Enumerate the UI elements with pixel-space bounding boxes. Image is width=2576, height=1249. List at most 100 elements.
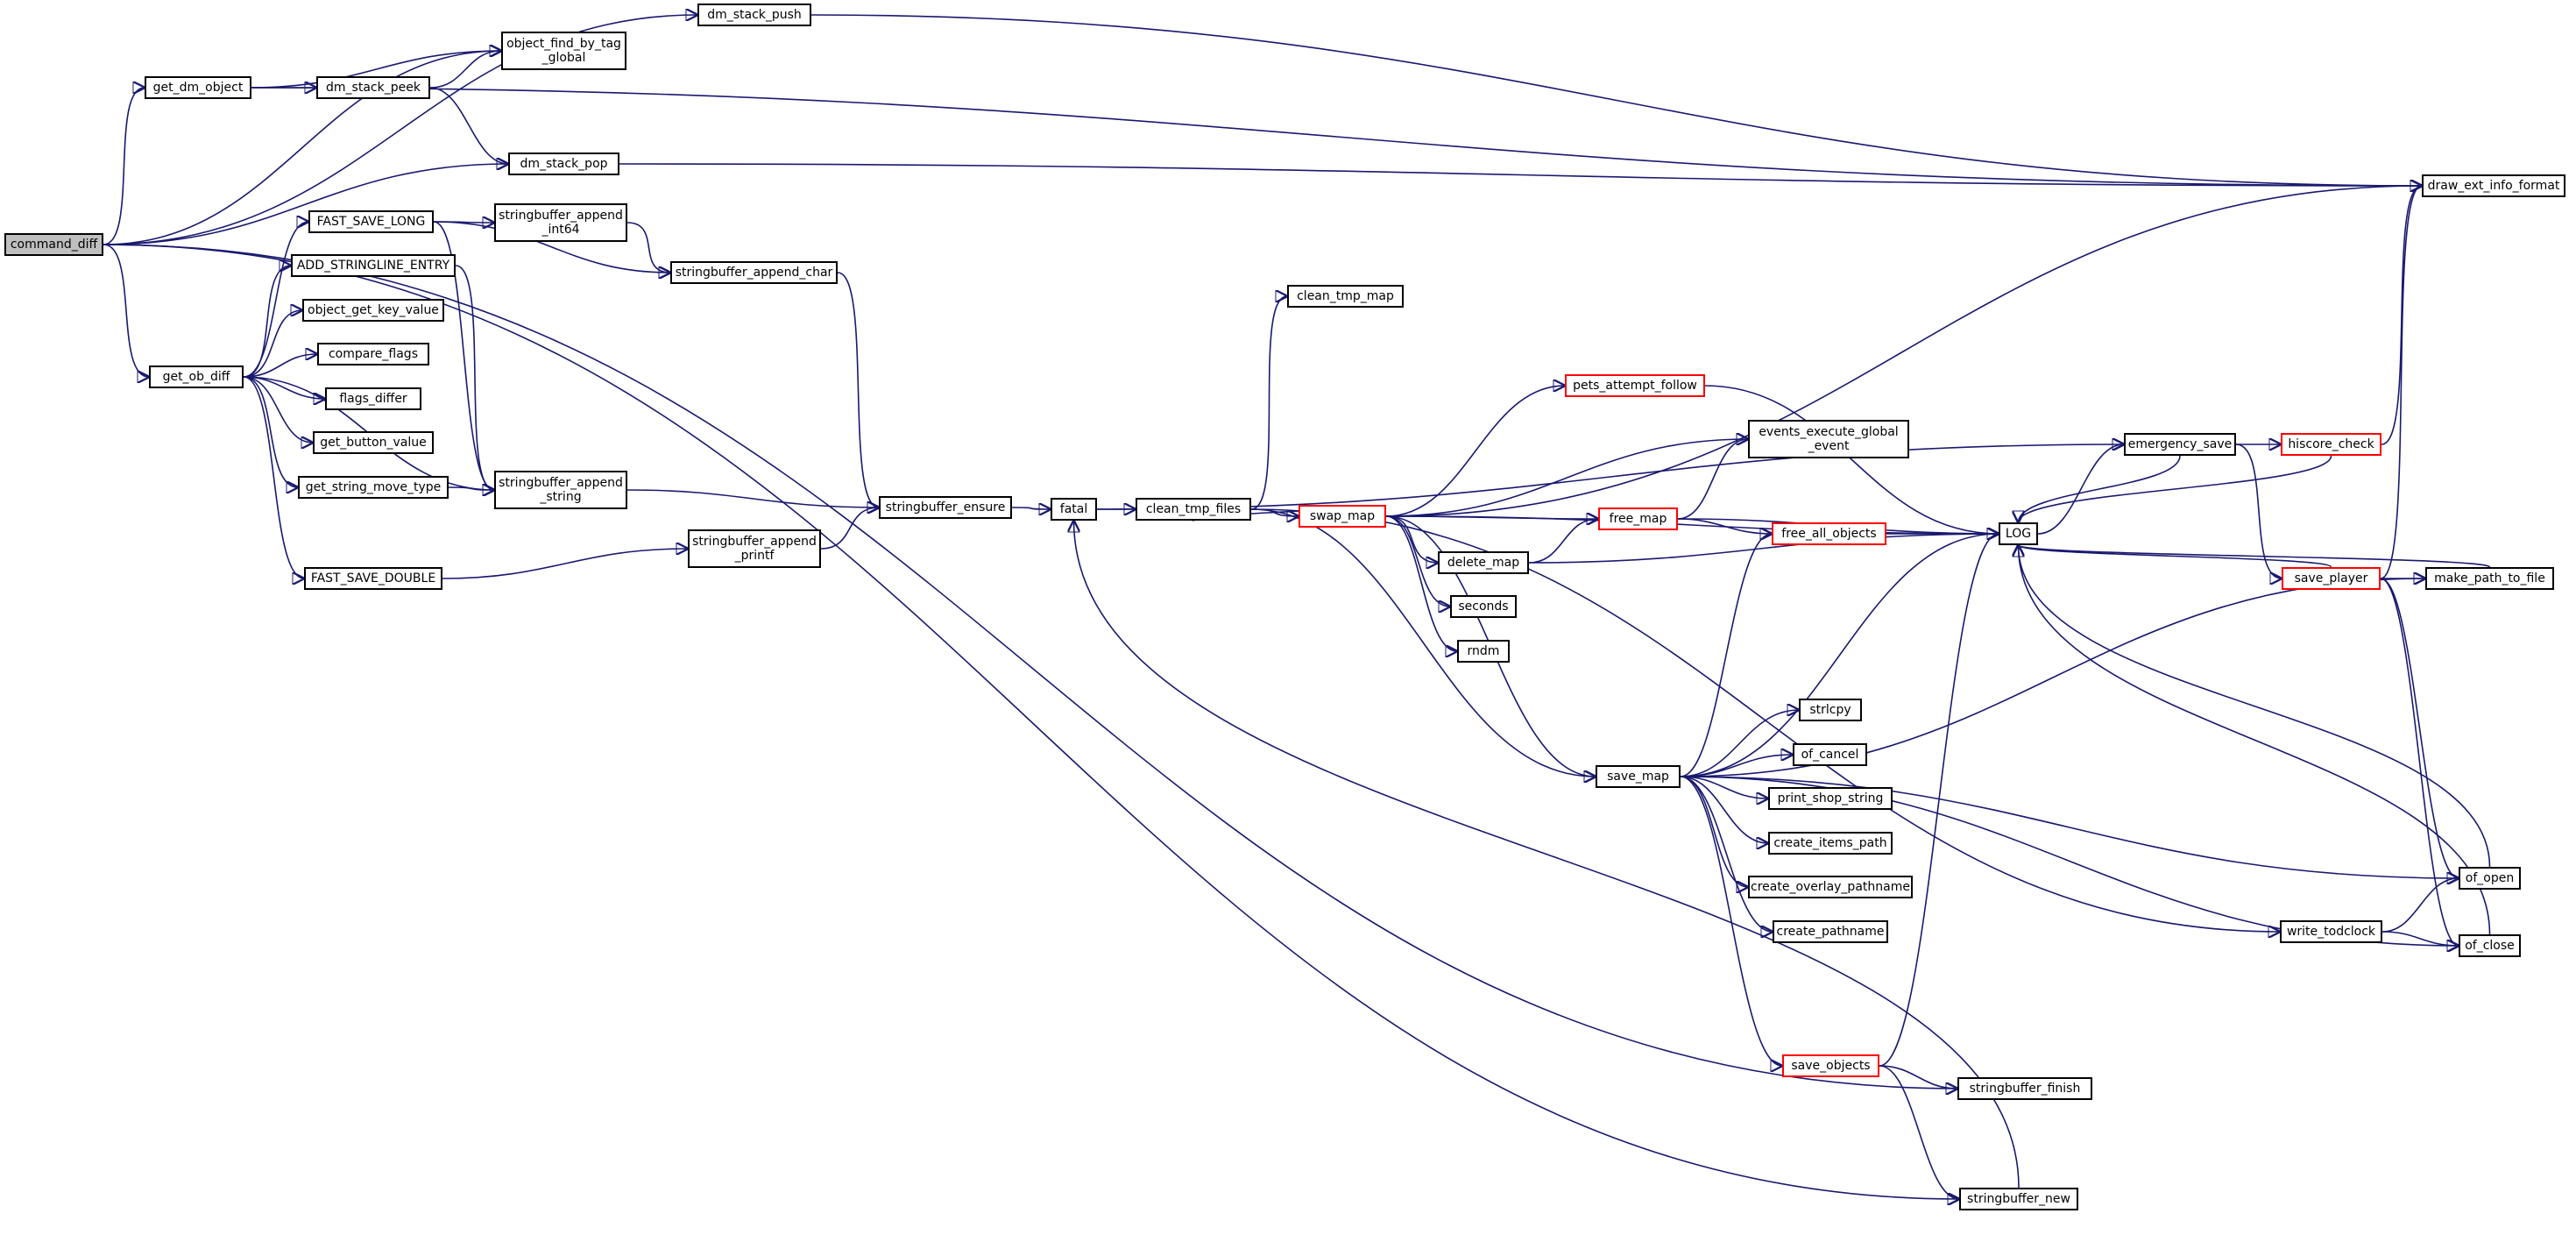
node-log[interactable]: LOG: [1999, 522, 2038, 545]
edge-dm_stack_peek-to-dm_stack_pop: [429, 87, 508, 164]
edge-emergency_save-to-save_player: [2235, 444, 2282, 578]
node-strlcpy[interactable]: strlcpy: [1799, 699, 1862, 721]
node-make-path-to-file[interactable]: make_path_to_file: [2425, 567, 2554, 590]
node-object-get-key-value[interactable]: object_get_key_value: [302, 299, 444, 322]
edge-save_map-to-create_items_path: [1680, 776, 1768, 843]
node-pets-attempt-follow[interactable]: pets_attempt_follow: [1565, 374, 1705, 397]
node-seconds[interactable]: seconds: [1450, 595, 1517, 618]
node-get-dm-object[interactable]: get_dm_object: [145, 76, 251, 99]
node-free-all-objects[interactable]: free_all_objects: [1772, 522, 1886, 545]
edge-swap_map-to-events_execute_global_event: [1385, 439, 1748, 517]
node-print-shop-string[interactable]: print_shop_string: [1768, 787, 1893, 810]
node-stringbuffer-append-string[interactable]: stringbuffer_append _string: [494, 471, 627, 509]
edge-get_dm_object-to-object_find_by_tag_global: [251, 51, 501, 89]
edge-get_dm_object-to-draw_ext_info_format: [251, 87, 2422, 186]
edge-save_map-to-strlcpy: [1680, 710, 1799, 777]
edge-command_diff-to-dm_stack_pop: [103, 164, 508, 245]
edge-command_diff-to-object_find_by_tag_global: [103, 51, 501, 245]
edge-stringbuffer_ensure-to-fatal: [1011, 507, 1051, 509]
node-of-cancel[interactable]: of_cancel: [1793, 743, 1867, 766]
edge-swap_map-to-LOG: [1385, 515, 1999, 534]
edge-stringbuffer_append_printf-to-stringbuffer_ensure: [820, 507, 879, 550]
edge-write_todclock-to-of_open: [2381, 878, 2459, 933]
edge-save_player-to-LOG: [2019, 545, 2332, 568]
node-create-overlay-pathname[interactable]: create_overlay_pathname: [1748, 876, 1913, 898]
edge-hiscore_check-to-draw_ext_info_format: [2381, 186, 2422, 445]
node-create-pathname[interactable]: create_pathname: [1773, 920, 1888, 943]
node-object-find-by-tag-global[interactable]: object_find_by_tag _global: [501, 32, 626, 70]
edge-make_path_to_file-to-LOG: [2019, 545, 2491, 568]
edge-save_objects-to-stringbuffer_finish: [1879, 1065, 1957, 1089]
node-save-objects[interactable]: save_objects: [1782, 1054, 1879, 1077]
edge-command_diff-to-get_dm_object: [103, 88, 145, 245]
node-emergency-save[interactable]: emergency_save: [2124, 433, 2236, 456]
node-get-button-value[interactable]: get_button_value: [313, 431, 434, 454]
edge-dm_stack_push-to-draw_ext_info_format: [810, 14, 2422, 186]
node-stringbuffer-ensure[interactable]: stringbuffer_ensure: [879, 496, 1012, 519]
node-clean-tmp-files[interactable]: clean_tmp_files: [1136, 498, 1251, 521]
edge-swap_map-to-pets_attempt_follow: [1385, 386, 1565, 517]
node-draw-ext-info-format[interactable]: draw_ext_info_format: [2422, 174, 2565, 197]
edge-swap_map-to-seconds: [1385, 515, 1450, 607]
edge-of_open-to-LOG: [2019, 545, 2491, 868]
node-rndm[interactable]: rndm: [1457, 640, 1510, 663]
node-get-ob-diff[interactable]: get_ob_diff: [149, 365, 244, 388]
edge-get_ob_diff-to-compare_flags: [243, 354, 317, 378]
node-save-player[interactable]: save_player: [2282, 567, 2381, 590]
node-compare-flags[interactable]: compare_flags: [317, 343, 429, 365]
node-stringbuffer-new[interactable]: stringbuffer_new: [1959, 1188, 2078, 1210]
edge-write_todclock-to-of_close: [2381, 931, 2459, 946]
edge-stringbuffer_append_string-to-stringbuffer_ensure: [626, 489, 879, 507]
node-delete-map[interactable]: delete_map: [1438, 551, 1529, 574]
node-flags-differ[interactable]: flags_differ: [325, 387, 421, 410]
edge-command_diff-to-stringbuffer_finish: [103, 244, 1957, 1089]
node-dm-stack-pop[interactable]: dm_stack_pop: [508, 153, 619, 175]
edge-delete_map-to-LOG: [1528, 534, 1999, 564]
edge-save_objects-to-stringbuffer_new: [1879, 1065, 1959, 1199]
edge-get_ob_diff-to-FAST_SAVE_LONG: [243, 222, 308, 378]
node-dm-stack-push[interactable]: dm_stack_push: [697, 4, 811, 26]
node-fast-save-long[interactable]: FAST_SAVE_LONG: [308, 210, 434, 233]
edge-get_ob_diff-to-FAST_SAVE_DOUBLE: [243, 376, 304, 578]
node-fatal[interactable]: fatal: [1051, 498, 1097, 521]
node-dm-stack-peek[interactable]: dm_stack_peek: [316, 76, 430, 99]
edge-save_map-to-save_objects: [1680, 776, 1782, 1066]
edge-swap_map-to-draw_ext_info_format: [1385, 186, 2422, 517]
node-save-map[interactable]: save_map: [1596, 765, 1681, 788]
node-free-map[interactable]: free_map: [1598, 507, 1678, 530]
node-swap-map[interactable]: swap_map: [1299, 505, 1386, 528]
node-clean-tmp-map[interactable]: clean_tmp_map: [1287, 285, 1404, 308]
node-stringbuffer-append-printf[interactable]: stringbuffer_append _printf: [688, 529, 821, 568]
edge-FAST_SAVE_LONG-to-stringbuffer_append_char: [433, 221, 670, 273]
node-stringbuffer-finish[interactable]: stringbuffer_finish: [1957, 1077, 2092, 1100]
node-create-items-path[interactable]: create_items_path: [1768, 832, 1893, 855]
edge-get_ob_diff-to-object_get_key_value: [243, 310, 302, 378]
node-fast-save-double[interactable]: FAST_SAVE_DOUBLE: [304, 567, 442, 590]
edge-FAST_SAVE_DOUBLE-to-stringbuffer_append_printf: [442, 549, 688, 579]
edge-command_diff-to-get_ob_diff: [103, 244, 149, 377]
node-hiscore-check[interactable]: hiscore_check: [2281, 433, 2381, 456]
node-get-string-move-type[interactable]: get_string_move_type: [298, 476, 449, 499]
node-stringbuffer-append-int64[interactable]: stringbuffer_append _int64: [494, 203, 627, 242]
edge-get_ob_diff-to-get_button_value: [243, 376, 313, 443]
node-of-open[interactable]: of_open: [2459, 867, 2521, 890]
edge-save_map-to-LOG: [1680, 534, 1999, 777]
edge-command_diff-to-dm_stack_push: [103, 15, 697, 245]
edge-stringbuffer_append_int64-to-stringbuffer_append_char: [626, 222, 670, 273]
edge-save_player-to-draw_ext_info_format: [2380, 186, 2422, 579]
edge-ADD_STRINGLINE_ENTRY-to-stringbuffer_append_string: [455, 265, 494, 490]
edge-dm_stack_peek-to-object_find_by_tag_global: [429, 51, 501, 89]
node-events-execute-global-event[interactable]: events_execute_global _event: [1748, 420, 1909, 458]
node-add-stringline-entry[interactable]: ADD_STRINGLINE_ENTRY: [291, 254, 456, 277]
node-write-todclock[interactable]: write_todclock: [2280, 920, 2382, 943]
edge-emergency_save-to-LOG: [2019, 455, 2181, 522]
node-of-close[interactable]: of_close: [2459, 934, 2521, 957]
edge-free_map-to-events_execute_global_event: [1677, 439, 1748, 520]
node-stringbuffer-append-char[interactable]: stringbuffer_append_char: [670, 261, 838, 284]
edge-save_map-to-free_all_objects: [1680, 534, 1772, 777]
edge-hiscore_check-to-LOG: [2019, 455, 2332, 522]
edge-stringbuffer_new-to-fatal: [1074, 521, 2020, 1189]
edge-dm_stack_pop-to-draw_ext_info_format: [619, 163, 2422, 186]
